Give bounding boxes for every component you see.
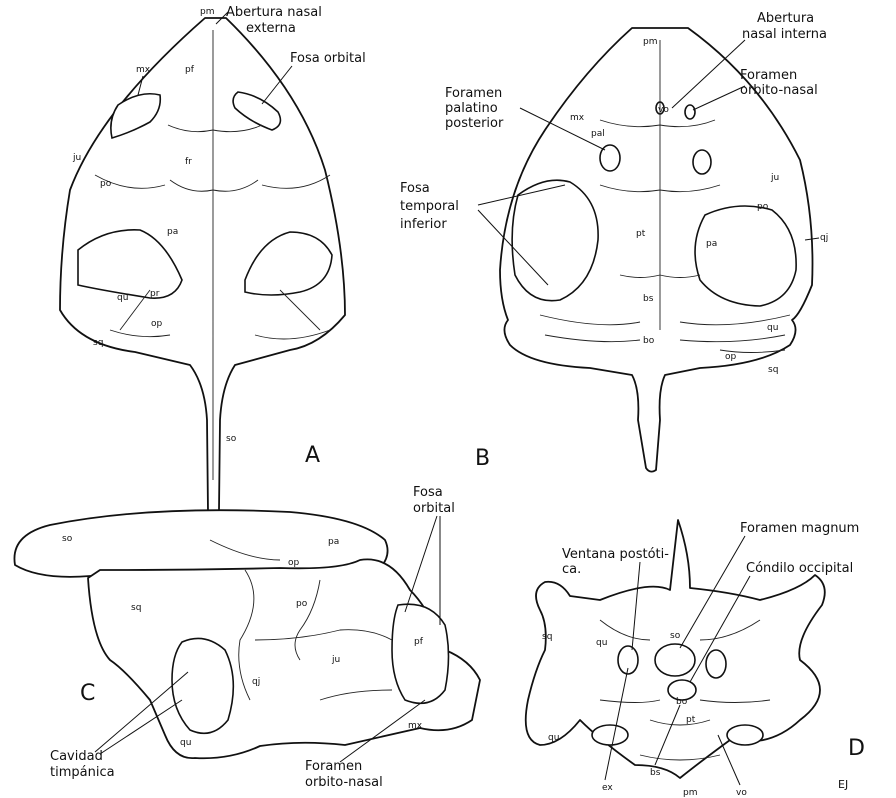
panel-c-label-pf: pf <box>414 637 424 647</box>
panel-d-label-sq: sq <box>542 632 552 642</box>
panel-b-label-temporal-line2: temporal <box>400 199 459 214</box>
panel-c-label-orbital-line2: orbital <box>413 501 455 516</box>
panel-a-label-pf: pf <box>185 65 195 75</box>
panel-b-label-nasal-interna-line2: nasal interna <box>742 27 827 42</box>
panel-a-label-qu: qu <box>117 293 128 303</box>
panel-c-lateral-view: so pa op sq po pf ju qj qu mx Fosa orbit… <box>14 485 480 790</box>
panel-a-label-fosa-orbital: Fosa orbital <box>290 51 366 66</box>
panel-a-label-po: po <box>100 179 112 189</box>
panel-b-label-op: op <box>725 352 737 362</box>
panel-c-leader-orbital-1 <box>405 516 437 612</box>
panel-c-label-po: po <box>296 599 308 609</box>
artist-signature: EJ <box>838 778 848 791</box>
panel-d-foramen-magnum <box>655 644 695 676</box>
panel-c-label-foramen-line1: Foramen <box>305 759 362 774</box>
panel-d-label-vo: vo <box>736 788 747 798</box>
panel-c-label-mx: mx <box>408 721 423 731</box>
panel-d-label-ventana-line1: Ventana postóti- <box>562 547 669 562</box>
panel-d-label-bo: bo <box>676 697 688 707</box>
panel-b-label-nasal-interna-line1: Abertura <box>757 11 814 26</box>
panel-c-tympanic-cavity <box>172 638 233 733</box>
panel-b-label-ju: ju <box>770 173 779 183</box>
panel-b-label-temporal-line1: Fosa <box>400 181 430 196</box>
panel-b-right-orbito-nasal-foramen <box>685 105 695 119</box>
panel-b-label-orbito-nasal-line1: Foramen <box>740 68 797 83</box>
panel-d-label-ex: ex <box>602 783 613 793</box>
panel-a-label-nasal-externa-line1: Abertura nasal <box>226 5 322 20</box>
panel-a-label-op: op <box>151 319 163 329</box>
panel-c-letter: C <box>80 681 95 706</box>
panel-b-label-vo: vo <box>658 105 669 115</box>
panel-d-label-qu: qu <box>596 638 607 648</box>
panel-d-label-qu2: qu <box>548 733 559 743</box>
panel-a-label-pm: pm <box>200 7 214 17</box>
panel-b-label-palatino-line1: Foramen <box>445 86 502 101</box>
panel-b-letter: B <box>475 446 490 471</box>
panel-b-label-pt: pt <box>636 229 646 239</box>
panel-c-label-ju: ju <box>331 655 340 665</box>
panel-c-label-op: op <box>288 558 300 568</box>
panel-d-letter: D <box>848 736 865 761</box>
panel-b-label-orbito-nasal-line2: orbito-nasal <box>740 83 818 98</box>
panel-b-label-bo: bo <box>643 336 655 346</box>
panel-b-label-pa: pa <box>706 239 717 249</box>
panel-c-label-so: so <box>62 534 73 544</box>
panel-c-label-qj: qj <box>252 677 260 687</box>
panel-a-label-pr: pr <box>150 289 160 299</box>
panel-a-letter: A <box>305 443 320 468</box>
panel-b-right-temporal-fossa <box>695 206 796 306</box>
panel-d-label-bs: bs <box>650 768 661 778</box>
panel-d-label-pm: pm <box>683 788 697 798</box>
panel-d-label-condilo: Cóndilo occipital <box>746 561 853 576</box>
panel-a-label-ju: ju <box>72 153 81 163</box>
panel-a-label-mx: mx <box>136 65 151 75</box>
panel-b-label-qj: qj <box>820 233 828 243</box>
panel-a-label-nasal-externa-line2: externa <box>246 21 296 36</box>
panel-c-label-timpanica-line2: timpánica <box>50 765 115 780</box>
panel-d-right-palate-opening <box>727 725 763 745</box>
panel-b-label-palatino-line2: palatino <box>445 101 498 116</box>
panel-b-label-palatino-line3: posterior <box>445 116 504 131</box>
panel-d-label-so: so <box>670 631 681 641</box>
panel-d-label-ventana-line2: ca. <box>562 562 581 577</box>
panel-d-right-postotic-window <box>706 650 726 678</box>
panel-b-ventral-view: pm vo mx pal pt bs bo pa po ju qj qu op … <box>400 11 828 472</box>
panel-b-label-pm: pm <box>643 37 657 47</box>
panel-b-label-qu: qu <box>767 323 778 333</box>
panel-a-label-so: so <box>226 434 237 444</box>
panel-b-label-temporal-line3: inferior <box>400 217 447 232</box>
panel-d-posterior-view: so sq qu qu bo pt ex bs pm vo Foramen ma… <box>526 520 865 798</box>
panel-b-label-bs: bs <box>643 294 654 304</box>
panel-d-label-magnum: Foramen magnum <box>740 521 859 536</box>
panel-c-label-orbital-line1: Fosa <box>413 485 443 500</box>
panel-c-label-foramen-line2: orbito-nasal <box>305 775 383 790</box>
panel-d-left-palate-opening <box>592 725 628 745</box>
panel-b-label-po: po <box>757 202 769 212</box>
panel-c-label-sq: sq <box>131 603 141 613</box>
panel-c-label-timpanica-line1: Cavidad <box>50 749 103 764</box>
panel-d-label-pt: pt <box>686 715 696 725</box>
panel-c-label-pa: pa <box>328 537 339 547</box>
panel-a-label-pa: pa <box>167 227 178 237</box>
panel-a-dorsal-view: pm pf mx fr ju po pa qu pr op sq so Aber… <box>60 5 366 515</box>
panel-b-right-palatine-foramen <box>693 150 711 174</box>
panel-a-label-sq: sq <box>93 338 103 348</box>
panel-b-label-pal: pal <box>591 129 605 139</box>
panel-c-label-qu: qu <box>180 738 191 748</box>
panel-a-label-fr: fr <box>185 157 192 167</box>
panel-b-label-mx: mx <box>570 113 585 123</box>
panel-b-label-sq: sq <box>768 365 778 375</box>
